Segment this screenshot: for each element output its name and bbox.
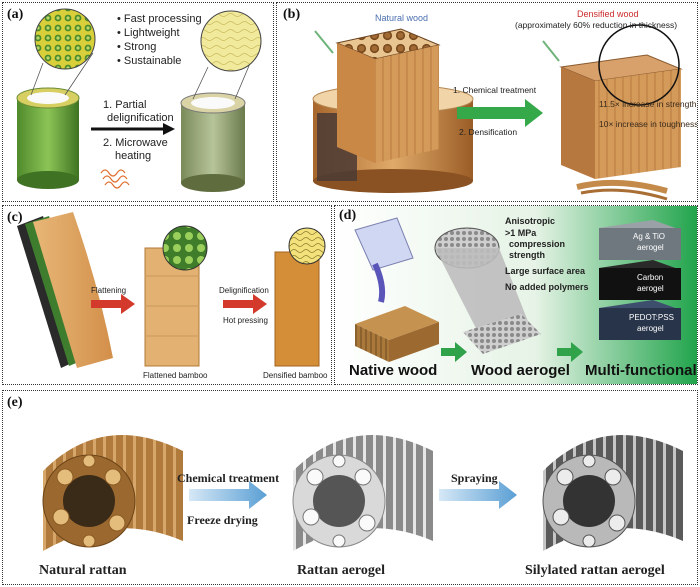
- panel-b-label: (b): [283, 7, 301, 22]
- natural-wood-label: Natural wood: [375, 13, 429, 23]
- panel-e: (e) Chemical treatment Freeze drying Spr…: [2, 390, 698, 585]
- bamboo-tube-treated: [181, 103, 245, 183]
- densified-wood-block: [595, 69, 681, 179]
- chem-treatment-label: Chemical treatment: [177, 471, 280, 485]
- compression-label-3: strength: [509, 250, 545, 260]
- surface-label: Large surface area: [505, 266, 586, 276]
- freeze-drying-label: Freeze drying: [187, 513, 258, 527]
- bamboo-tube-raw: [17, 98, 79, 180]
- native-wood-caption: Native wood: [349, 362, 438, 379]
- wood-aerogel: [463, 314, 541, 354]
- panel-d-illustration: [335, 206, 697, 384]
- fiber-zoom-c: [288, 227, 326, 265]
- cell-zoom-raw: [34, 8, 96, 70]
- densify-arrow: [223, 294, 267, 314]
- spraying-label: Spraying: [451, 471, 498, 485]
- multi-functional-caption: Multi-functional: [585, 362, 697, 379]
- beaker: [354, 217, 414, 271]
- step-b1: 1. Chemical treatment: [453, 85, 537, 95]
- compression-label-1: >1 MPa: [505, 228, 537, 238]
- flattened-caption: Flattened bamboo: [143, 371, 208, 380]
- step-a2b: heating: [115, 150, 152, 162]
- panel-b-illustration: [312, 24, 683, 201]
- carbon-label-2: aerogel: [637, 284, 664, 293]
- panel-c: (c) Flattening Delignification Hot press…: [2, 205, 332, 385]
- hot-pressing-label: Hot pressing: [223, 316, 268, 325]
- step-b2: 2. Densification: [459, 127, 518, 137]
- step-a1: 1. Partial: [103, 99, 147, 111]
- carbon-aerogel: [599, 268, 681, 300]
- toughness-note: 10× increase in toughness: [599, 119, 698, 129]
- densified-caption: Densified bamboo: [263, 371, 328, 380]
- strength-note: 11.5× increase in strength: [599, 99, 697, 109]
- densified-note: (approximately 60% reduction in thicknes…: [515, 20, 678, 30]
- polymers-label: No added polymers: [505, 282, 589, 292]
- bamboo-sheet: [33, 212, 113, 368]
- ag-tio-aerogel: [599, 228, 681, 260]
- carbon-label-1: Carbon: [637, 273, 664, 282]
- panel-e-label: (e): [7, 395, 23, 410]
- densified-wood-label: Densified wood: [577, 9, 639, 19]
- fiber-zoom-treated: [200, 10, 262, 72]
- pedot-label-1: PEDOT:PSS: [629, 313, 674, 322]
- bullet-3: • Strong: [117, 41, 157, 53]
- rattan-aerogel-illustration: [292, 435, 433, 551]
- step-a2: 2. Microwave: [103, 137, 168, 149]
- silylated-aerogel-illustration: [542, 435, 683, 551]
- arrow-e1: [189, 481, 267, 509]
- panel-b: (b) Natural wood Densified wood (approxi…: [276, 2, 698, 202]
- flatten-arrow: [91, 294, 135, 314]
- bullet-1: • Fast processing: [117, 13, 202, 25]
- panel-d: (d) Anisotropic >1 MPa compression stren…: [334, 205, 698, 385]
- natural-rattan-caption: Natural rattan: [39, 563, 127, 578]
- panel-a-illustration: [16, 8, 262, 192]
- natural-rattan-illustration: [42, 435, 183, 551]
- process-arrow-a: [163, 123, 175, 135]
- panel-a: (a) • Fast processing • Lightweight • St…: [2, 2, 274, 202]
- native-wood-block: [355, 324, 389, 362]
- wood-aerogel-caption: Wood aerogel: [471, 362, 570, 379]
- cell-zoom-c: [162, 225, 208, 271]
- delignification-label: Delignification: [219, 286, 269, 295]
- process-arrow-b: [457, 99, 543, 127]
- densified-bamboo-panel: [274, 251, 320, 367]
- zoom-circle-b: [598, 24, 680, 106]
- panel-a-label: (a): [7, 7, 24, 22]
- flattening-label: Flattening: [91, 286, 127, 295]
- panel-e-illustration: [42, 435, 683, 551]
- bullet-2: • Lightweight: [117, 27, 180, 39]
- panel-d-label: (d): [339, 208, 357, 223]
- ag-label-1: Ag & TiO: [633, 232, 666, 241]
- pedot-aerogel: [599, 308, 681, 340]
- rattan-aerogel-caption: Rattan aerogel: [297, 563, 385, 578]
- anisotropic-label: Anisotropic: [505, 216, 556, 226]
- compression-label-2: compression: [509, 239, 566, 249]
- arrow-d2: [557, 342, 583, 362]
- silylated-caption: Silylated rattan aerogel: [525, 563, 665, 578]
- arrow-d1: [441, 342, 467, 362]
- arrow-e2: [439, 481, 517, 509]
- pedot-label-2: aerogel: [637, 324, 664, 333]
- step-a1b: delignification: [107, 112, 174, 124]
- ag-label-2: aerogel: [637, 243, 664, 252]
- bullet-4: • Sustainable: [117, 55, 182, 67]
- panel-c-label: (c): [7, 210, 23, 225]
- panel-c-illustration: [17, 212, 326, 368]
